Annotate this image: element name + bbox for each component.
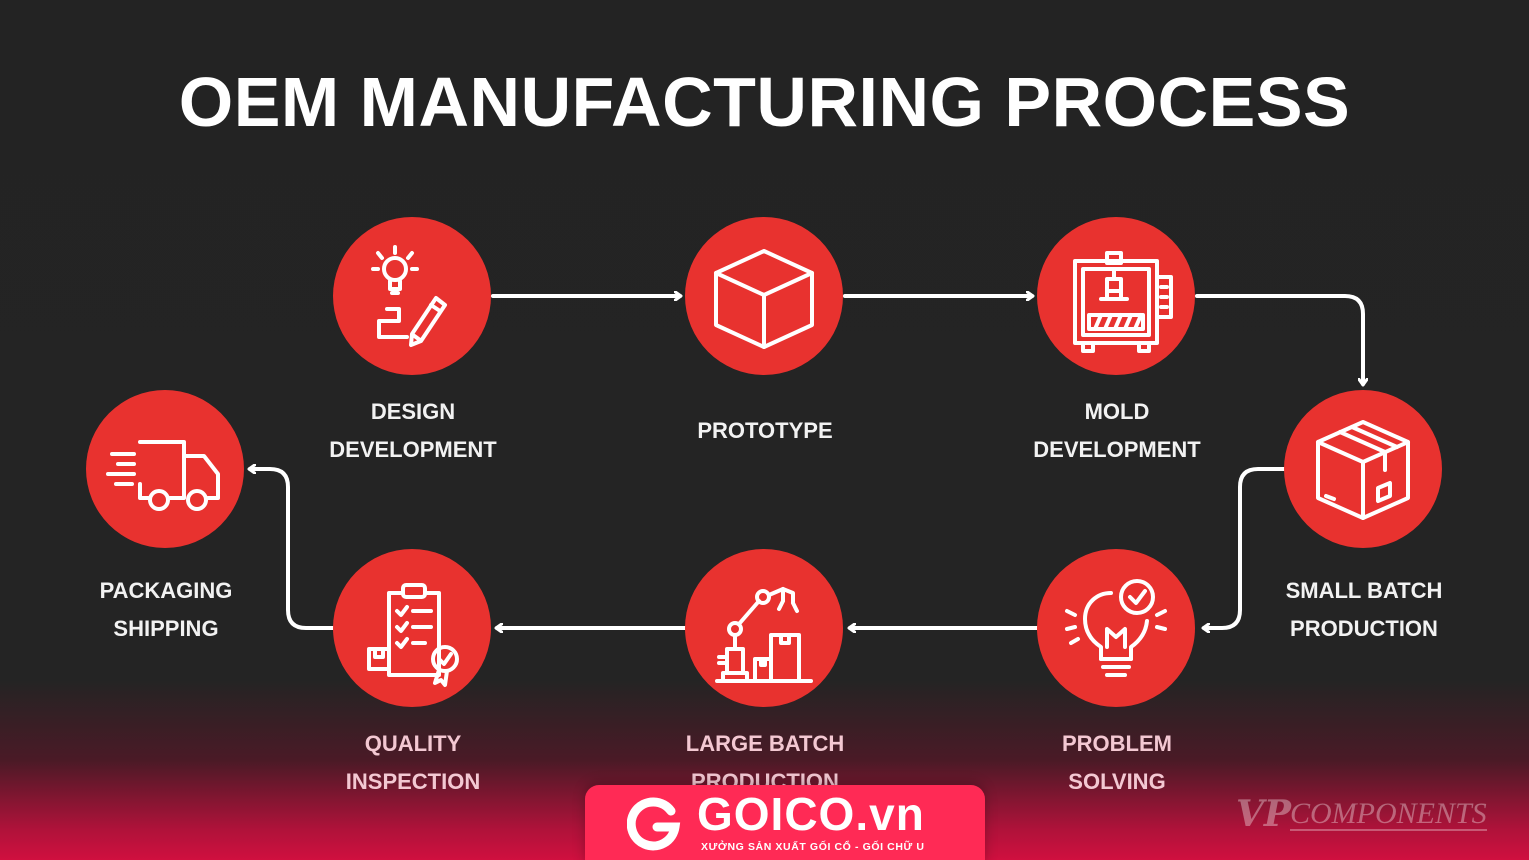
step-problem-solving (1037, 549, 1197, 709)
step-quality-inspection (333, 549, 493, 709)
step-prototype (685, 217, 845, 377)
clipboard-check-icon (367, 583, 459, 687)
step-packaging-shipping (86, 390, 246, 550)
step-circle (333, 217, 491, 375)
step-small-batch-production (1284, 390, 1444, 550)
arrow-mold-to-small-batch (1195, 294, 1363, 384)
box-icon (1316, 420, 1410, 520)
watermark: VP COMPONENTS (1236, 793, 1506, 837)
step-circle (333, 549, 491, 707)
badge-tagline: XƯỞNG SẢN XUẤT GỐI CỔ - GỐI CHỮ U (701, 841, 925, 853)
step-mold-development (1037, 217, 1197, 377)
watermark-text: COMPONENTS (1290, 797, 1487, 831)
lightbulb-check-icon (1065, 579, 1167, 677)
goico-logo-icon (627, 797, 681, 851)
step-circle (86, 390, 244, 548)
badge-brand-name: GOICO.vn (697, 788, 925, 840)
lightbulb-pencil-icon (371, 245, 447, 347)
arrow-small-batch-to-problem (1204, 467, 1286, 628)
watermark-mark: VP (1236, 793, 1292, 835)
step-circle (685, 549, 843, 707)
arrow-quality-to-packaging (250, 469, 335, 630)
step-circle (1284, 390, 1442, 548)
step-circle (1037, 217, 1195, 375)
step-design-development (333, 217, 493, 377)
step-circle (1037, 549, 1195, 707)
step-circle (685, 217, 843, 375)
press-machine-icon (1073, 251, 1173, 353)
cube-icon (714, 249, 814, 349)
page-title: OEM MANUFACTURING PROCESS (178, 63, 1351, 141)
truck-icon (106, 440, 220, 511)
goico-badge: GOICO.vn XƯỞNG SẢN XUẤT GỐI CỔ - GỐI CHỮ… (585, 785, 985, 860)
step-label-prototype: PROTOTYPE (697, 418, 833, 443)
step-large-batch-production (685, 549, 845, 709)
robot-arm-icon (715, 587, 813, 683)
